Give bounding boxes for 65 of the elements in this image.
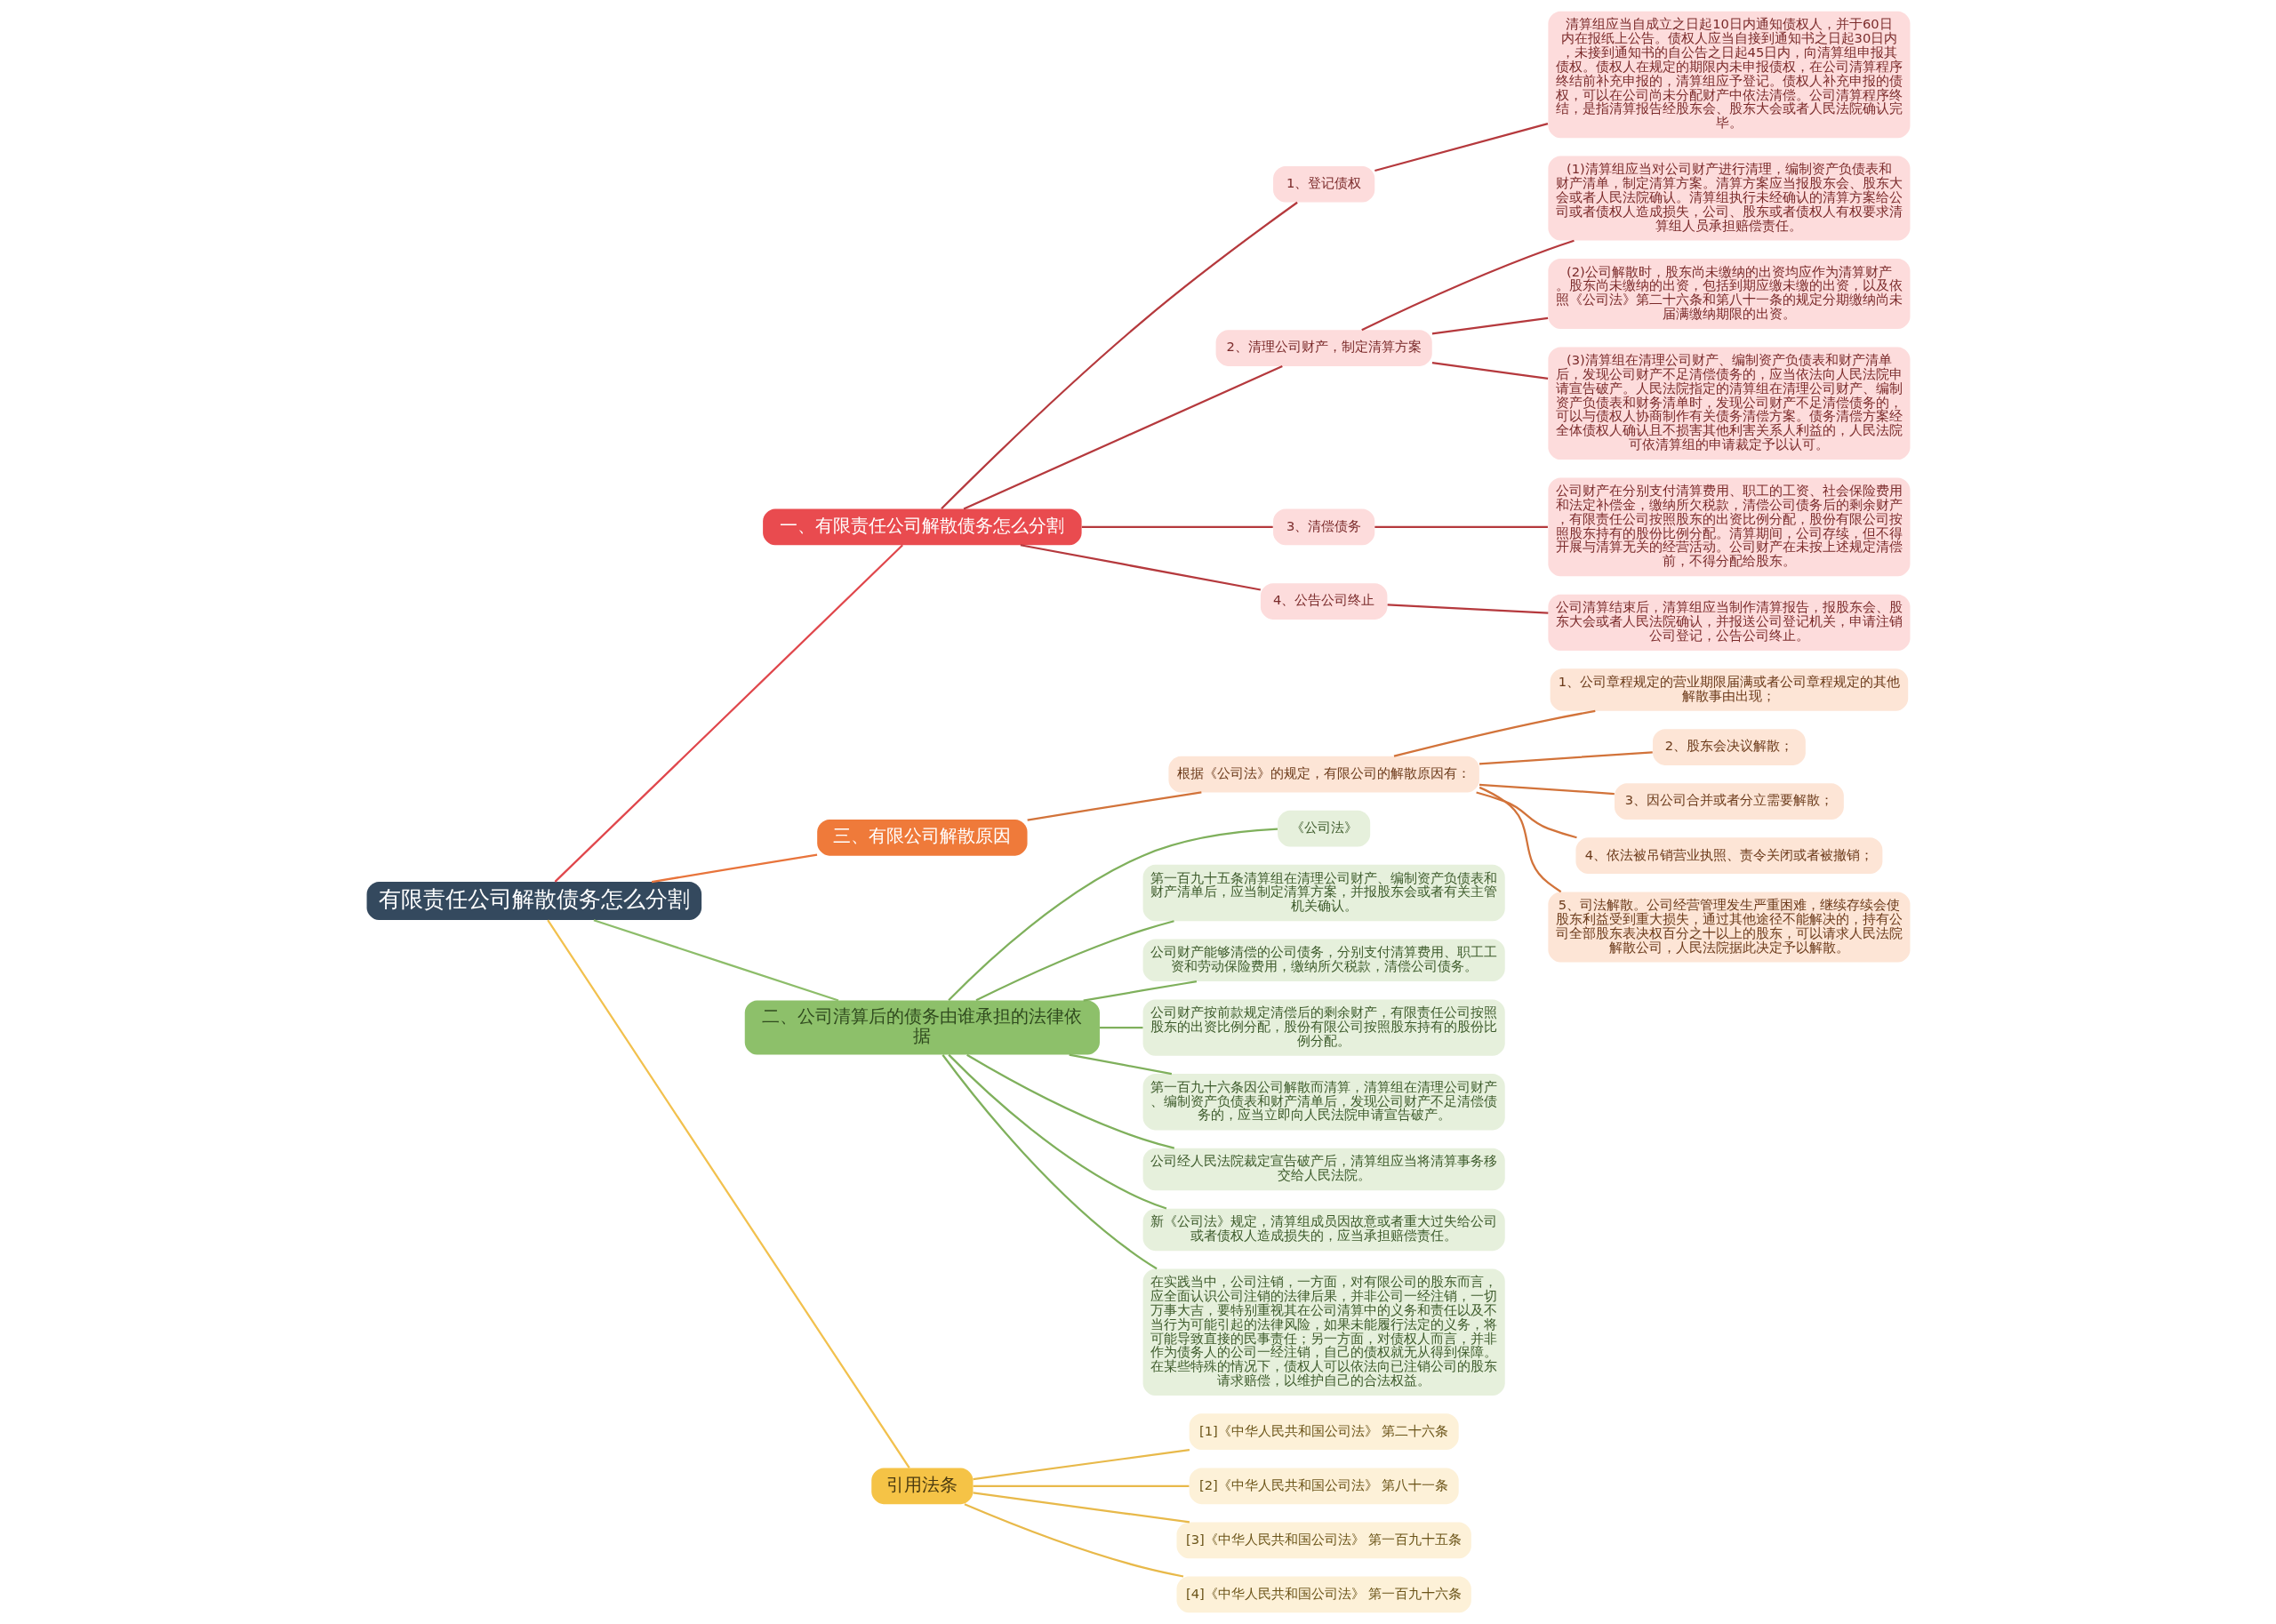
node-box: 公司清算结束后，清算组应当制作清算报告，报股东会、股东大会或者人民法院确认，并报送公司登记机关，申请注销公司登记，公告公司终止。 xyxy=(1547,594,1910,651)
connector xyxy=(963,365,1283,510)
node-box: 2、清理公司财产，制定清算方案 xyxy=(1215,330,1432,366)
node-box: 清算组应当自成立之日起10日内通知债权人，并于60日内在报纸上公告。债权人应当自接到通知书之日起30日内，未接到通知书的自公告之日起45日内，向清算组申报其债权。债权人在规定的期限内未申报债权，在公司清算程序终结前补充申报的，清算组应予登记。债权人补充申报的债权，可以在公司尚未分配财产中依法清偿。公司清算程序终结，是指清算报告经股东会、股东大会或者人民法院确认完毕。 xyxy=(1547,11,1910,139)
connector xyxy=(1431,316,1548,335)
connector xyxy=(1099,1026,1142,1029)
connector xyxy=(1479,783,1615,796)
node-box: 公司财产能够清偿的公司债务，分别支付清算费用、职工工资和劳动保险费用，缴纳所欠税款，清偿公司债务。 xyxy=(1142,939,1505,982)
node-box: 一、有限责任公司解散债务怎么分割 xyxy=(762,508,1082,546)
node-box: [1]《中华人民共和国公司法》 第二十六条 xyxy=(1189,1413,1459,1451)
connector xyxy=(1020,544,1261,591)
connector xyxy=(593,919,838,1002)
connector xyxy=(975,920,1174,1002)
connector xyxy=(940,201,1298,510)
node-box: 3、因公司合并或者分立需要解散； xyxy=(1614,783,1844,820)
connector xyxy=(1479,751,1653,765)
node-box: 2、股东会决议解散； xyxy=(1652,729,1806,765)
connector xyxy=(973,1484,1189,1487)
node-box: 1、登记债权 xyxy=(1272,165,1374,203)
connector xyxy=(1082,980,1197,1002)
connector xyxy=(1387,604,1548,614)
node-box: [3]《中华人民共和国公司法》 第一百九十五条 xyxy=(1175,1522,1471,1559)
connector xyxy=(966,1053,1174,1149)
node-box: 引用法条 xyxy=(870,1468,973,1505)
connector xyxy=(1026,791,1201,821)
connector xyxy=(554,544,903,883)
node-box: 公司经人民法院裁定宣告破产后，清算组应当将清算事务移交给人民法院。 xyxy=(1142,1148,1505,1191)
node-box: (3)清算组在清理公司财产、编制资产负债表和财产清单后，发现公司财产不足清偿债务的，应当依法向人民法院申请宣告破产。人民法院指定的清算组在清理公司财产、编制资产负债表和财务清单时，发现公司财产不足清偿债务的，可以与债权人协商制作有关债务清偿方案。债务清偿方案经全体债权人确认且不损害其他利害关系人利益的，人民法院可依清算组的申请裁定予以认可。 xyxy=(1547,347,1910,460)
node-box: 二、公司清算后的债务由谁承担的法律依据 xyxy=(744,1000,1100,1055)
node-box: (1)清算组应当对公司财产进行清理，编制资产负债表和财产清单，制定清算方案。清算方案应当报股东会、股东大会或者人民法院确认。清算组执行未经确认的清算方案给公司或者债权人造成损失，公司、股东或者债权人有权要求清算组人员承担赔偿责任。 xyxy=(1547,156,1910,241)
node-box: 第一百九十六条因公司解散而清算，清算组在清理公司财产、编制资产负债表和财产清单后，发现公司财产不足清偿债务的，应当立即向人民法院申请宣告破产。 xyxy=(1142,1074,1505,1131)
node-box: (2)公司解散时，股东尚未缴纳的出资均应作为清算财产。股东尚未缴纳的出资，包括到期应缴未缴的出资，以及依照《公司法》第二十六条和第八十一条的规定分期缴纳尚未届满缴纳期限的出资。 xyxy=(1547,258,1910,330)
connector xyxy=(1374,525,1548,528)
connector xyxy=(947,1053,1166,1210)
node-box: 3、清偿债务 xyxy=(1272,508,1374,546)
connector xyxy=(546,919,910,1469)
connector xyxy=(651,853,817,884)
connector xyxy=(1393,709,1595,757)
node-box: 根据《公司法》的规定，有限公司的解散原因有： xyxy=(1167,756,1479,793)
node-box: 5、司法解散。公司经营管理发生严重困难，继续存续会使股东利益受到重大损失，通过其他途径不能解决的，持有公司全部股东表决权百分之十以上的股东，可以请求人民法院解散公司，人民法院据此决定予以解散。 xyxy=(1547,892,1910,963)
connector xyxy=(964,1503,1183,1578)
node-box: [2]《中华人民共和国公司法》 第八十一条 xyxy=(1189,1468,1459,1505)
node-box: 第一百九十五条清算组在清理公司财产、编制资产负债表和财产清单后，应当制定清算方案，并报股东会或者有关主管机关确认。 xyxy=(1142,864,1505,922)
node-box: 《公司法》 xyxy=(1277,810,1370,847)
node-box: 公司财产在分别支付清算费用、职工的工资、社会保险费用和法定补偿金，缴纳所欠税款，清偿公司债务后的剩余财产，有限责任公司按照股东的出资比例分配，股份有限公司按照股东持有的股份比例分配。清算期间，公司存续，但不得开展与清算无关的经营活动。公司财产在未按上述规定清偿前，不得分配给股东。 xyxy=(1547,477,1910,577)
connector xyxy=(1068,1053,1172,1076)
node-box: [4]《中华人民共和国公司法》 第一百九十六条 xyxy=(1175,1576,1471,1613)
node-box: 有限责任公司解散债务怎么分割 xyxy=(366,882,701,921)
connector xyxy=(1475,791,1577,839)
connector xyxy=(941,1054,1158,1270)
node-box: 4、依法被吊销营业执照、责令关闭或者被撤销； xyxy=(1575,837,1882,875)
connector xyxy=(1479,786,1561,893)
connector xyxy=(1081,525,1273,528)
node-box: 在实践当中，公司注销，一方面，对有限公司的股东而言，应全面认识公司注销的法律后果，并非公司一经注销，一切万事大吉，要特别重视其在公司清算中的义务和责任以及不当行为可能引起的法律风险，如果未能履行法定的义务，将可能导致直接的民事责任；另一方面，对债权人而言，并非作为债务人的公司一经注销，自己的债权就无从得到保障。在某些特殊的情况下，债权人可以依法向已注销公司的股东请求赔偿，以维护自己的合法权益。 xyxy=(1142,1268,1505,1396)
node-box: 三、有限公司解散原因 xyxy=(816,820,1028,856)
connector xyxy=(1374,123,1548,172)
node-box: 1、公司章程规定的营业期限届满或者公司章程规定的其他解散事由出现； xyxy=(1550,668,1908,711)
connector xyxy=(1360,239,1575,332)
connector xyxy=(972,1449,1190,1481)
node-box: 新《公司法》规定，清算组成员因故意或者重大过失给公司或者债权人造成损失的，应当承担赔偿责任。 xyxy=(1142,1208,1505,1252)
connector xyxy=(972,1492,1190,1524)
connector xyxy=(1431,362,1548,380)
node-box: 公司财产按前款规定清偿后的剩余财产，有限责任公司按照股东的出资比例分配，股份有限公司按照股东持有的股份比例分配。 xyxy=(1142,999,1505,1056)
connector xyxy=(947,828,1278,1002)
node-box: 4、公告公司终止 xyxy=(1260,583,1387,620)
